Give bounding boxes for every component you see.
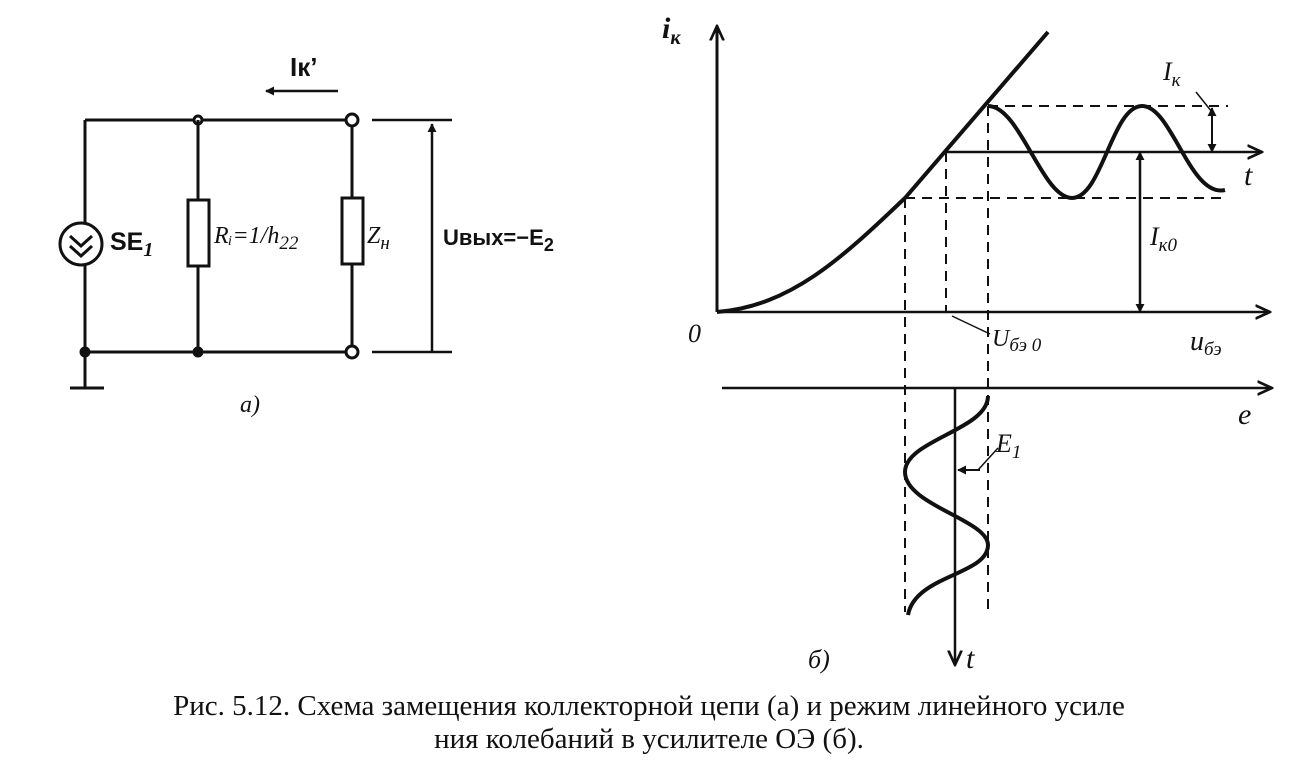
current-label: Iк’ (290, 52, 317, 82)
origin-label: 0 (688, 319, 701, 348)
bias-leader (951, 315, 991, 335)
current-source-arrow-icon (68, 234, 94, 259)
output-terminal (344, 112, 360, 128)
transfer-curve (716, 30, 1050, 314)
output-terminal (344, 344, 360, 360)
dc-current-label: Iк0 (1149, 222, 1178, 256)
input-amp-label: E1 (995, 429, 1021, 463)
panel-label-b: б) (808, 645, 830, 674)
time-bottom-label: t (966, 642, 975, 675)
input-amp-leader (977, 447, 999, 471)
output-label: Uвых=−E2 (443, 225, 554, 255)
zn-load (340, 196, 365, 266)
junction-dot (79, 346, 91, 358)
caption-line-2: ния колебаний в усилителе ОЭ (б). (434, 723, 864, 755)
load-label: Zн (367, 223, 390, 254)
figure-caption: Рис. 5.12. Схема замещения коллекторной … (0, 690, 1298, 756)
x-axis-label: uбэ (1190, 326, 1222, 360)
characteristic-plot (717, 26, 1272, 665)
panel-label-a: а) (240, 392, 260, 418)
source-label: SE1 (110, 228, 153, 261)
output-sine (987, 103, 1226, 201)
amplitude-leader (1195, 91, 1213, 113)
circuit-diagram (58, 86, 452, 390)
input-axis-label: e (1238, 398, 1251, 431)
caption-line-1: Рис. 5.12. Схема замещения коллекторной … (173, 690, 1125, 722)
resistor-label: Rᵢ=1/h22 (213, 223, 299, 254)
bias-label: Uбэ 0 (992, 326, 1042, 356)
ri-resistor (186, 198, 211, 268)
input-sine (902, 395, 991, 616)
amplitude-label: Iк (1162, 57, 1182, 91)
time-right-label: t (1244, 159, 1253, 192)
y-axis-label: iк (662, 12, 681, 49)
